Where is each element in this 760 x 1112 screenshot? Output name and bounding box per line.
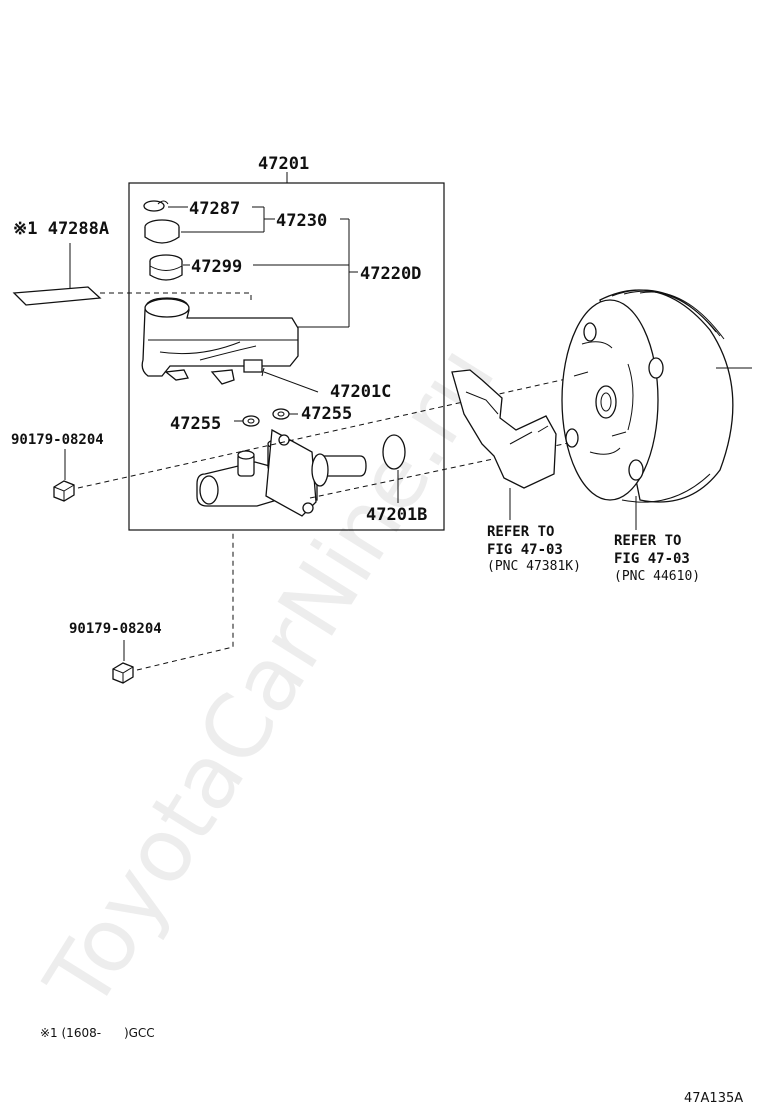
ref-bracket-line1[interactable]: REFER TO	[487, 524, 554, 540]
label-90179-08204-lower[interactable]: 90179-08204	[69, 621, 162, 637]
ref-bracket-line3: (PNC 47381K)	[487, 559, 581, 574]
ref-booster-line2[interactable]: FIG 47-03	[614, 551, 690, 567]
label-47220D[interactable]: 47220D	[360, 264, 421, 284]
ref-booster-line3: (PNC 44610)	[614, 569, 700, 584]
label-47255-left[interactable]: 47255	[170, 414, 221, 434]
oring-part	[382, 434, 406, 470]
label-47201B[interactable]: 47201B	[366, 505, 427, 525]
footnote: ※1 (1608- )GCC	[40, 1026, 155, 1040]
label-47299[interactable]: 47299	[191, 257, 242, 277]
grommet-left-part	[242, 415, 260, 427]
label-47287[interactable]: 47287	[189, 199, 240, 219]
ref-booster-line1[interactable]: REFER TO	[614, 533, 681, 549]
label-47201C[interactable]: 47201C	[330, 382, 391, 402]
master-cylinder-part	[196, 428, 367, 517]
cap-clip-part	[143, 200, 169, 212]
strainer-part	[149, 254, 183, 281]
label-plate-part	[12, 286, 102, 306]
reservoir-cap-part	[144, 219, 180, 244]
ref-bracket-line2[interactable]: FIG 47-03	[487, 542, 563, 558]
grommet-right-part	[272, 408, 290, 420]
label-90179-08204-upper[interactable]: 90179-08204	[11, 432, 104, 448]
label-47201[interactable]: 47201	[258, 154, 309, 174]
reservoir-part	[141, 297, 299, 385]
pin-part	[261, 367, 319, 393]
diagram-code: 47A135A	[684, 1091, 743, 1106]
label-47288A[interactable]: ※1 47288A	[13, 219, 109, 239]
label-47230[interactable]: 47230	[276, 211, 327, 231]
label-47255-right[interactable]: 47255	[301, 404, 352, 424]
bolt-upper-part	[53, 480, 75, 502]
bolt-lower-part	[112, 662, 134, 684]
bracket-part	[451, 369, 557, 489]
brake-booster-part	[561, 289, 752, 503]
